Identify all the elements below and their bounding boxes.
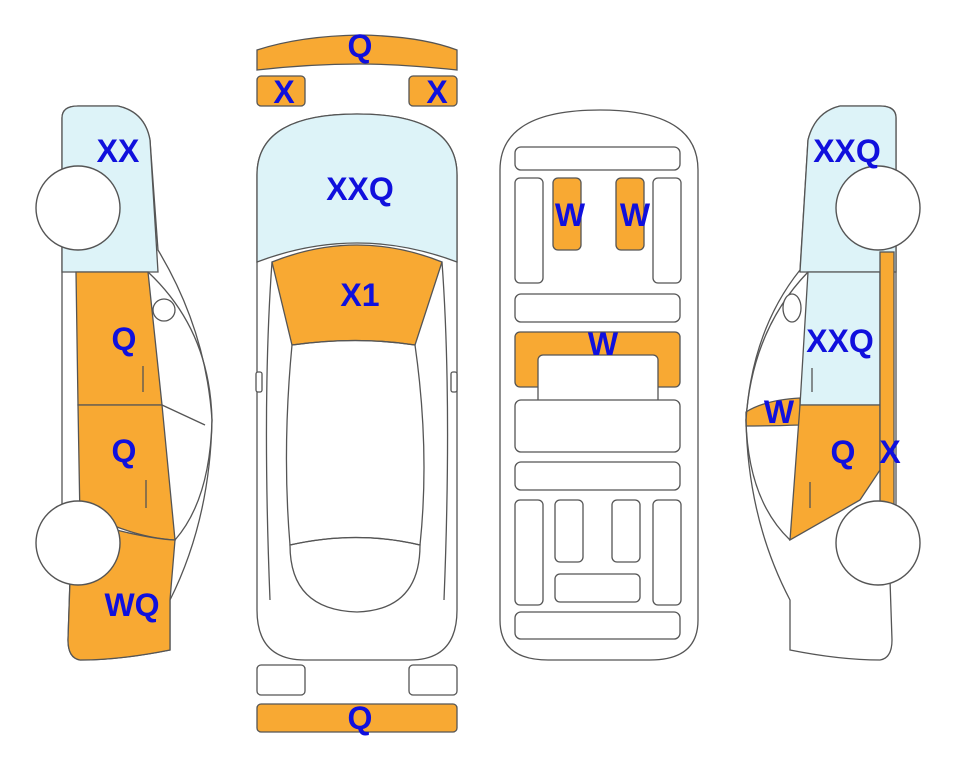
taillight-right	[408, 664, 458, 696]
headlight-left-label: X	[273, 74, 295, 110]
interior-left-front	[514, 177, 544, 284]
mirror-top-left	[255, 371, 263, 393]
interior-trunk-inner	[554, 573, 641, 603]
interior-rear-seat-left	[554, 499, 584, 563]
seat-front-right[interactable]	[615, 177, 645, 251]
left-side-view: XX Q Q WQ	[35, 105, 213, 661]
left-mirror	[152, 298, 176, 322]
mirror-top-right	[450, 371, 458, 393]
interior-trunk	[514, 611, 681, 640]
left-side-glass-label: XX	[97, 133, 140, 169]
right-side-view: XXQ XXQ W Q X	[745, 105, 921, 661]
top-left-edge	[265, 261, 273, 601]
interior-right-front	[652, 177, 682, 284]
interior-front-panel	[514, 146, 681, 171]
interior-view: W W W	[499, 109, 699, 661]
left-front-door-label: Q	[112, 321, 137, 357]
windshield[interactable]	[256, 113, 458, 263]
left-rear-quarter-label: WQ	[104, 587, 159, 623]
headlight-left[interactable]	[256, 75, 306, 107]
rear-window-top	[289, 536, 421, 613]
right-front-door-label: Q	[831, 434, 856, 470]
front-bumper-label: Q	[348, 28, 373, 64]
right-mirror-circle	[782, 293, 802, 323]
interior-rear-bar	[514, 461, 681, 491]
interior-rear-right	[652, 499, 682, 606]
right-side-glass-label: XXQ	[813, 133, 881, 169]
left-side-line	[147, 271, 213, 541]
left-window-line	[161, 404, 206, 426]
rear-bumper-label: Q	[348, 700, 373, 736]
top-right-edge	[441, 261, 449, 601]
right-front-fender-label: X	[879, 434, 901, 470]
top-view: Q X X XXQ X1 Q	[255, 28, 458, 736]
interior-rear-left	[514, 499, 544, 606]
right-front-door[interactable]	[789, 404, 881, 542]
seat-front-right-label: W	[620, 197, 651, 233]
headlight-right-label: X	[426, 74, 448, 110]
left-front-wheel	[35, 165, 121, 251]
right-side-line	[745, 271, 809, 541]
windshield-label: XXQ	[326, 171, 394, 207]
front-bumper[interactable]	[256, 34, 458, 71]
left-rear-door-label: Q	[112, 433, 137, 469]
right-rear-wheel	[835, 500, 921, 586]
right-mirror-label: W	[764, 394, 795, 430]
interior-bar	[514, 293, 681, 323]
dashboard-label: W	[588, 326, 619, 362]
hood-label: X1	[340, 277, 379, 313]
seat-front-left[interactable]	[552, 177, 582, 251]
interior-mid-panel	[514, 399, 681, 453]
taillight-left	[256, 664, 306, 696]
seat-front-left-label: W	[555, 197, 586, 233]
right-front-glass-label: XXQ	[806, 323, 874, 359]
headlight-right[interactable]	[408, 75, 458, 107]
left-rear-wheel	[35, 500, 121, 586]
right-front-wheel	[835, 165, 921, 251]
interior-rear-seat-right	[611, 499, 641, 563]
rear-bumper[interactable]	[256, 703, 458, 733]
